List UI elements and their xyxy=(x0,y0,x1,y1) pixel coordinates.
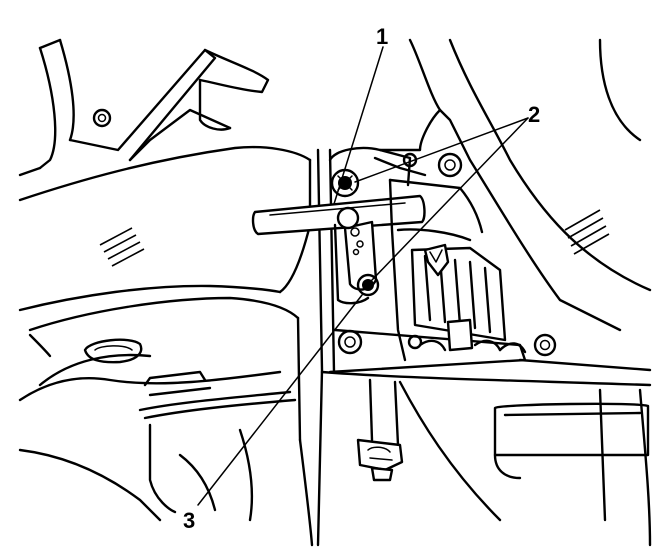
leader-lines xyxy=(197,46,529,506)
right-lower-door xyxy=(368,378,652,547)
striker-plate xyxy=(328,178,557,374)
callout-3: 3 xyxy=(183,508,195,533)
seat-belt-clip xyxy=(356,438,404,482)
callout-1: 1 xyxy=(376,24,388,49)
upper-window-frame xyxy=(18,38,270,177)
lower-bolt xyxy=(356,273,380,297)
callout-2: 2 xyxy=(528,102,540,127)
left-door-panel xyxy=(18,145,312,442)
lower-door-pocket xyxy=(18,370,297,522)
upper-bolt xyxy=(330,168,360,198)
right-body-panel xyxy=(320,38,652,387)
door-handle xyxy=(38,338,152,387)
